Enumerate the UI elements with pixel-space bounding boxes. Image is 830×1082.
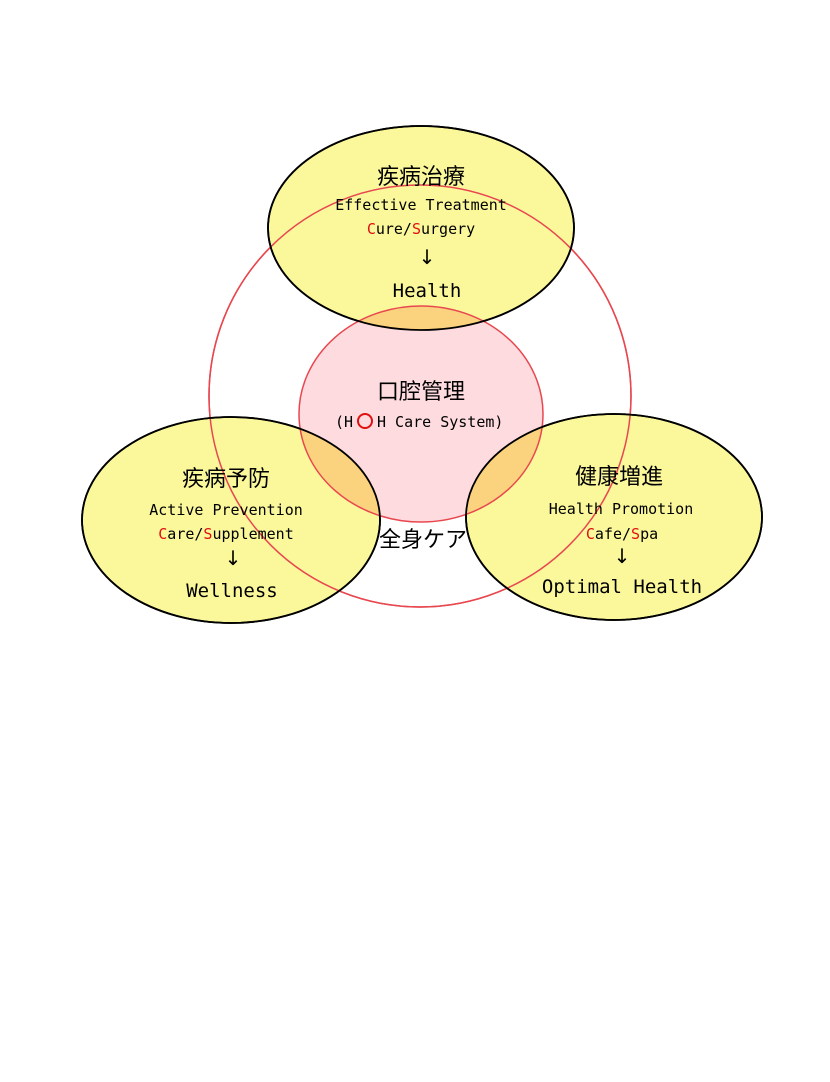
center-subtitle-suffix: H Care System)	[377, 413, 503, 431]
right-line2-part2: pa	[640, 525, 658, 543]
top-line2-letter2: S	[412, 220, 421, 238]
center-circle-icon	[357, 413, 373, 429]
right-outcome: Optimal Health	[542, 576, 702, 598]
right-line1: Health Promotion	[549, 500, 694, 518]
right-arrow: ↓	[614, 544, 631, 568]
right-line2: Cafe/Spa	[586, 525, 658, 543]
left-title: 疾病予防	[182, 467, 270, 492]
top-line2-part2: urgery	[421, 220, 475, 238]
top-line2: Cure/Surgery	[367, 220, 475, 238]
left-line2: Care/Supplement	[158, 525, 293, 543]
top-outcome: Health	[393, 280, 462, 302]
left-arrow: ↓	[225, 546, 242, 570]
left-line2-letter2: S	[203, 525, 212, 543]
right-line2-letter1: C	[586, 525, 595, 543]
center-title: 口腔管理	[377, 380, 465, 405]
right-line2-letter2: S	[631, 525, 640, 543]
left-outcome: Wellness	[186, 580, 278, 602]
left-line2-letter1: C	[158, 525, 167, 543]
whole-body-label: 全身ケア	[379, 528, 467, 553]
top-line1: Effective Treatment	[335, 196, 507, 214]
left-line2-part2: upplement	[212, 525, 293, 543]
top-line2-letter1: C	[367, 220, 376, 238]
top-arrow: ↓	[419, 245, 436, 269]
center-subtitle-prefix: (H	[335, 413, 353, 431]
top-title: 疾病治療	[377, 165, 465, 190]
left-line1: Active Prevention	[149, 501, 303, 519]
right-title: 健康増進	[575, 465, 663, 490]
top-line2-part1: ure/	[376, 220, 412, 238]
right-line2-part1: afe/	[595, 525, 631, 543]
left-line2-part1: are/	[167, 525, 203, 543]
